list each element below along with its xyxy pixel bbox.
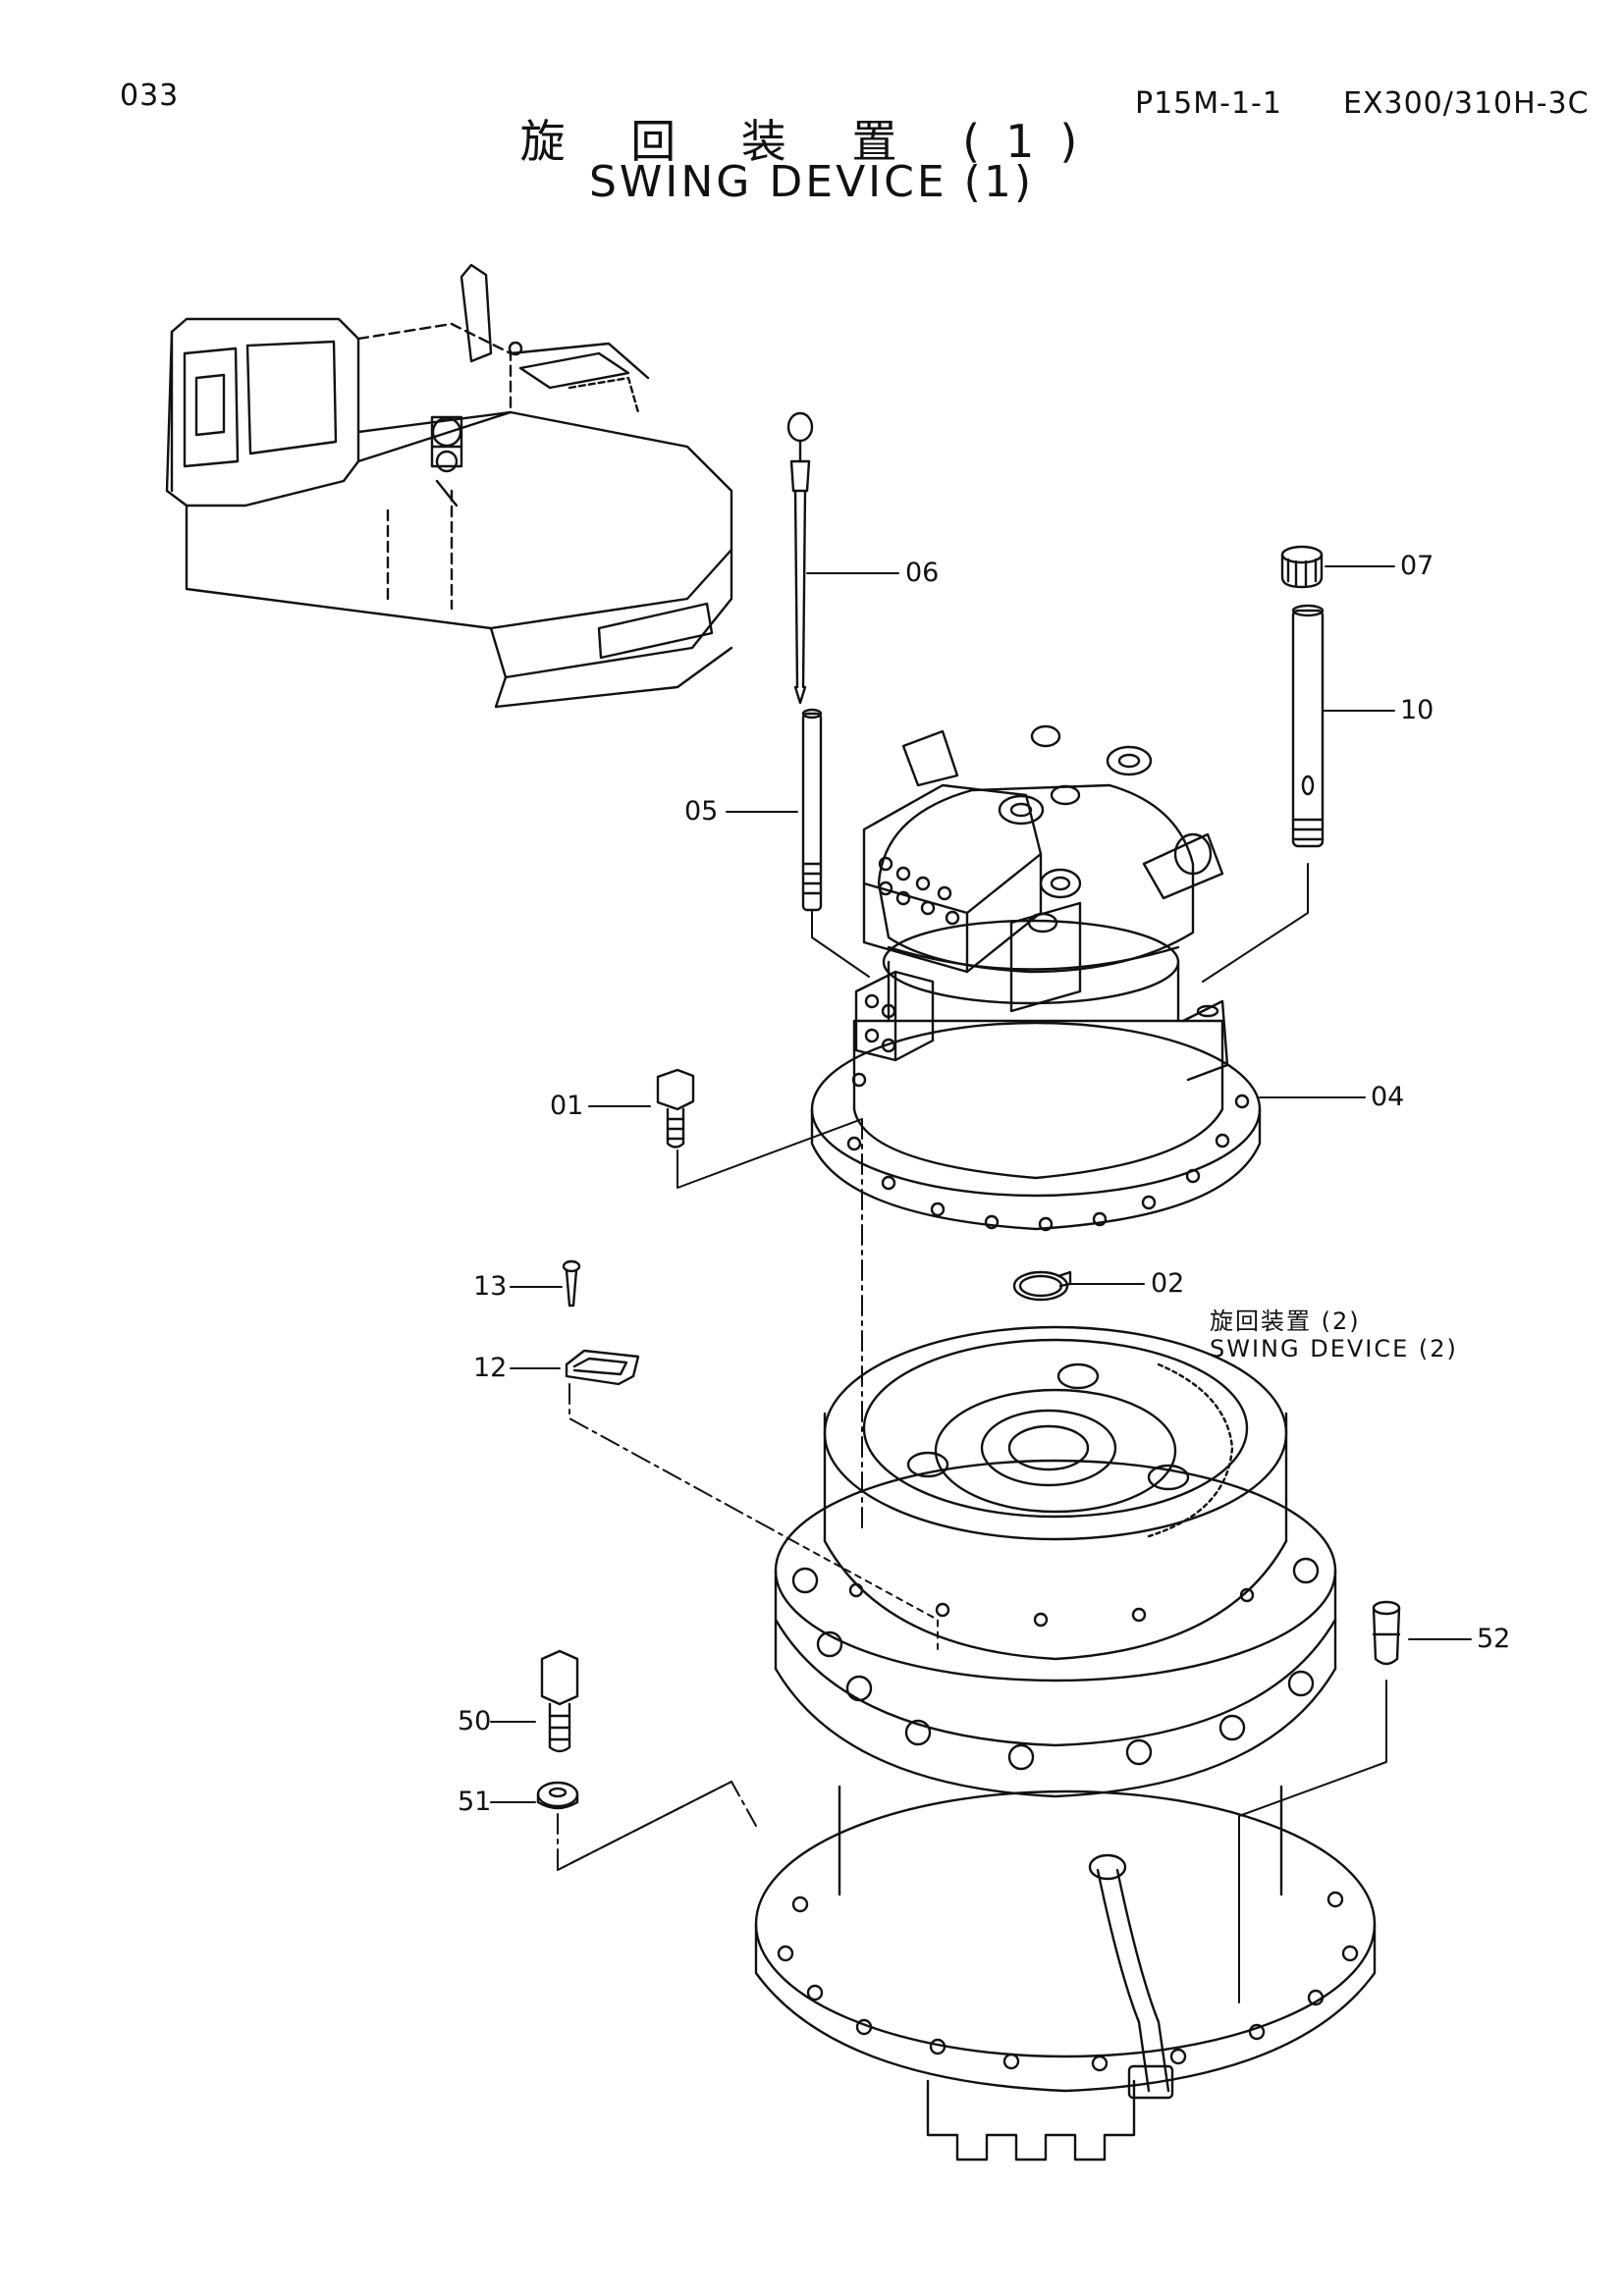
callout-52: 52 (1477, 1624, 1511, 1654)
page-title: SWING DEVICE (1) (588, 157, 1034, 207)
section-code: P15M-1-1 (1135, 86, 1282, 121)
callout-07: 07 (1400, 551, 1434, 581)
washer-part-51 (536, 1781, 579, 1810)
callout-04: 04 (1371, 1082, 1405, 1112)
leader-lines (490, 565, 1472, 2003)
callout-12: 12 (473, 1353, 508, 1383)
callout-06: 06 (905, 558, 940, 588)
reduction-gearbox-assembly (754, 1325, 1377, 2162)
screw-part-13 (562, 1259, 581, 1308)
excavator-overview-illustration (165, 263, 733, 709)
model-code: EX300/310H-3C (1343, 86, 1590, 121)
dipstick-part (786, 411, 814, 705)
pin-part-52 (1372, 1600, 1401, 1666)
cap-part-07 (1280, 545, 1324, 589)
callout-01: 01 (550, 1091, 584, 1121)
callout-10: 10 (1400, 695, 1434, 725)
callout-50: 50 (458, 1706, 492, 1736)
callout-02: 02 (1151, 1268, 1185, 1299)
page-number: 033 (120, 79, 180, 113)
page-title-japanese: 旋 回 装 置 (1) (519, 115, 1104, 168)
snap-ring-part-02 (1012, 1270, 1072, 1302)
reference-note: SWING DEVICE (2) (1210, 1335, 1458, 1362)
tube-part-05 (801, 708, 823, 912)
bolt-part-50 (540, 1649, 579, 1753)
pipe-part-10 (1291, 604, 1325, 848)
reference-note-japanese: 旋回装置 (2) (1210, 1308, 1361, 1335)
callout-51: 51 (458, 1787, 492, 1817)
callout-13: 13 (473, 1271, 508, 1302)
plate-part-12 (565, 1349, 640, 1386)
bolt-part-01 (656, 1068, 695, 1148)
swing-motor-assembly (810, 724, 1262, 1232)
callout-05: 05 (684, 796, 719, 827)
